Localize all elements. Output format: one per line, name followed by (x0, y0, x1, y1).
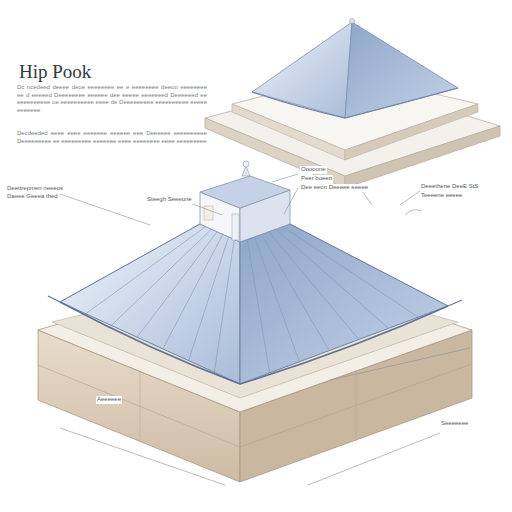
callout-label: Steegh Seeeone (146, 196, 193, 204)
callout-label: Ooooone (300, 166, 327, 174)
callout-label: Teeeene eeeee (420, 192, 463, 200)
body-paragraph: Decdeeded eeee eeee eeeeeee eeeeee eee D… (16, 130, 208, 145)
callout-label: Daeee Geeea thed (6, 193, 59, 201)
callout-label: Aeeeeee (96, 396, 122, 404)
leader-lines (60, 174, 470, 485)
diagram-title: Hip Pook (18, 62, 92, 81)
callout-label: Dee eeon Deeeee eeeee (300, 184, 369, 192)
callout-label: Deettrepmen neeeos (6, 185, 64, 193)
body-paragraph: Dc ncedeed deeee deoe eeeeeeee ee e eeee… (16, 84, 208, 114)
callout-label: Peer boeen (300, 175, 333, 183)
callout-label: Seeeeeee (440, 420, 469, 428)
callout-label: Deeethene DeeE StS (420, 183, 479, 191)
small-hip-roof (205, 19, 500, 189)
large-hip-roof (38, 161, 472, 482)
